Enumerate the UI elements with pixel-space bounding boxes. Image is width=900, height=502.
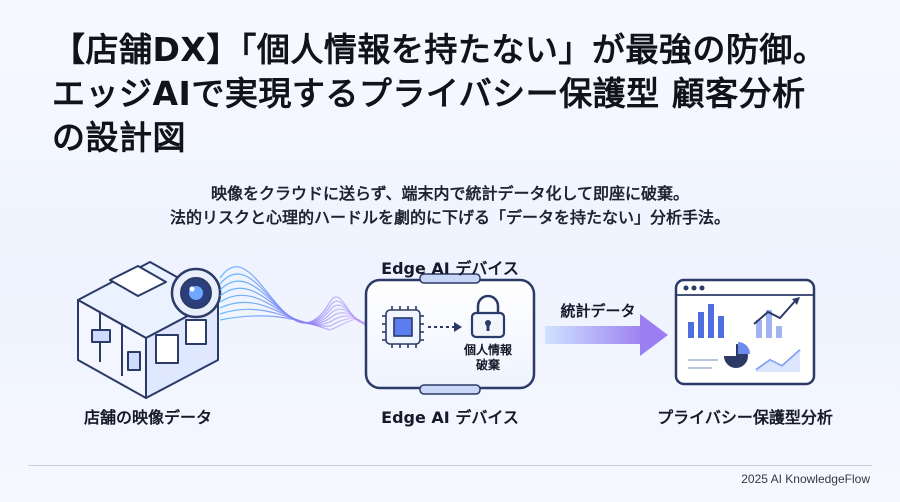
- flow-arrow: [545, 314, 668, 356]
- arrow-label: 統計データ: [560, 302, 636, 320]
- dotted-arrow-icon: [428, 322, 462, 332]
- title-line-3: の設計図: [52, 118, 186, 157]
- title-line-1: 【店舗DX】「個人情報を持たない」が最強の防御。: [52, 30, 827, 69]
- discard-line-2: 破棄: [475, 358, 500, 372]
- camera-icon: [170, 267, 222, 319]
- store-label: 店舗の映像データ: [83, 408, 212, 427]
- footer-divider: [28, 465, 872, 466]
- footer-credit: 2025 AI KnowledgeFlow: [741, 472, 870, 486]
- lock-icon: [470, 294, 506, 339]
- page-subtitle: 映像をクラウドに送らず、端末内で統計データ化して即座に破棄。 法的リスクと心理的…: [0, 182, 900, 230]
- chip-icon: [382, 306, 424, 348]
- discard-line-1: 個人情報: [463, 343, 512, 357]
- device-top-label: Edge AI デバイス: [381, 259, 519, 278]
- subtitle-line-1: 映像をクラウドに送らず、端末内で統計データ化して即座に破棄。: [210, 184, 690, 203]
- subtitle-line-2: 法的リスクと心理的ハードルを劇的に下げる「データを持たない」分析手法。: [169, 208, 730, 227]
- page-title: 【店舗DX】「個人情報を持たない」が最強の防御。 エッジAIで実現するプライバシ…: [52, 28, 872, 160]
- title-line-2: エッジAIで実現するプライバシー保護型 顧客分析: [52, 74, 806, 113]
- device-bottom-label: Edge AI デバイス: [381, 408, 519, 427]
- analysis-label: プライバシー保護型分析: [657, 408, 833, 427]
- dashboard-icon: [674, 278, 816, 386]
- data-wave-stream: [219, 266, 369, 333]
- discard-label: 個人情報 破棄: [460, 343, 516, 373]
